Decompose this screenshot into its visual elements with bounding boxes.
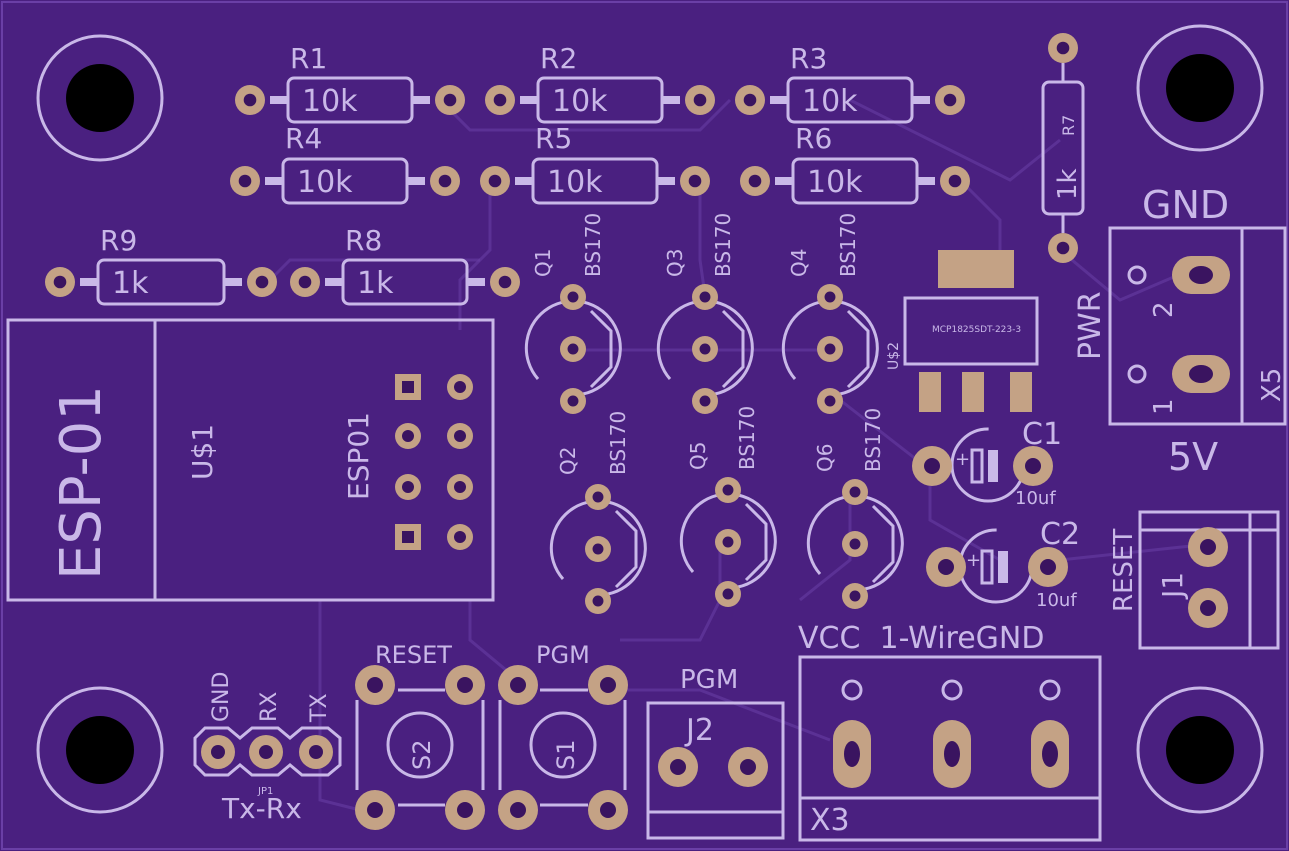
- mount-hole-top-left: [36, 34, 164, 162]
- transistor-q6: Q6 BS170: [806, 408, 904, 609]
- x3-top-label: VCC 1-WireGND: [798, 621, 1044, 656]
- r8-value-label: 1k: [357, 266, 394, 301]
- esp-outline-label: ESP-01: [49, 385, 114, 580]
- r5-ref-label: R5: [535, 122, 572, 155]
- esp-part-label: ESP01: [342, 412, 375, 500]
- r1-ref-label: R1: [290, 42, 327, 75]
- transistor-q4: Q4 BS170: [781, 213, 879, 414]
- r2-value-label: 10k: [552, 84, 608, 119]
- q5-ref-label: Q5: [686, 442, 710, 470]
- q1-ref-label: Q1: [531, 249, 555, 277]
- jp1-caption: Tx-Rx: [221, 792, 302, 825]
- r7-ref-label: R7: [1059, 115, 1078, 136]
- r7-value-label: 1k: [1053, 168, 1083, 200]
- mount-hole-bottom-right: [1136, 686, 1264, 814]
- r6-ref-label: R6: [795, 122, 832, 155]
- r5-value-label: 10k: [547, 165, 603, 200]
- r3-value-label: 10k: [802, 84, 858, 119]
- x5-top-label: GND: [1142, 183, 1229, 227]
- reset-connector-j1: J1 RESET: [1109, 510, 1280, 650]
- mount-hole-bottom-left: [36, 686, 164, 814]
- onewire-connector-x3: VCC 1-WireGND X3: [798, 621, 1102, 842]
- transistor-q1: Q1 BS170: [524, 213, 622, 414]
- c2-ref-label: C2: [1040, 517, 1080, 552]
- switch-s2: RESET S2: [355, 641, 485, 830]
- j1-label: RESET: [1109, 529, 1139, 612]
- mounting-holes: [36, 24, 1264, 814]
- regulator-ref-label: U$2: [886, 342, 902, 370]
- r2-ref-label: R2: [540, 42, 577, 75]
- q6-part-label: BS170: [861, 408, 885, 472]
- q4-part-label: BS170: [836, 213, 860, 277]
- svg-text:+: +: [955, 449, 970, 470]
- q2-ref-label: Q2: [556, 447, 580, 475]
- transistor-q2: Q2 BS170: [549, 411, 647, 614]
- r6-value-label: 10k: [807, 165, 863, 200]
- switch-s1: PGM S1: [498, 641, 628, 830]
- s1-label: PGM: [536, 641, 590, 669]
- power-connector-x5: GND 2 1 PWR X5 5V: [1073, 183, 1287, 479]
- j2-label: PGM: [680, 665, 738, 695]
- r4-value-label: 10k: [297, 165, 353, 200]
- svg-text:+: +: [966, 550, 981, 571]
- q1-part-label: BS170: [581, 213, 605, 277]
- j2-ref-label: J2: [684, 713, 714, 748]
- resistor-r7: 1k R7: [1041, 33, 1085, 263]
- jp1-ref-label: JP1: [257, 786, 273, 797]
- x5-side-label: PWR: [1073, 291, 1108, 360]
- esp01-module: ESP-01 U$1 ESP01: [6, 318, 495, 602]
- q5-part-label: BS170: [735, 406, 759, 470]
- s2-ref-label: S2: [408, 739, 436, 770]
- c1-ref-label: C1: [1022, 417, 1062, 452]
- x3-ref-label: X3: [810, 803, 850, 838]
- j1-ref-label: J1: [1156, 572, 1189, 600]
- capacitor-c1: + C1 10uf: [912, 417, 1062, 509]
- x5-pin1-label: 1: [1149, 398, 1179, 415]
- mount-hole-top-right: [1136, 24, 1264, 152]
- x5-ref-label: X5: [1257, 368, 1287, 402]
- x5-pin2-label: 2: [1149, 301, 1179, 318]
- header-jp1: GND RX TX JP1 Tx-Rx: [193, 672, 342, 825]
- transistor-q5: Q5 BS170: [679, 406, 777, 607]
- regulator-part-label: MCP1825SDT-223-3: [932, 325, 1021, 335]
- q4-ref-label: Q4: [787, 249, 811, 277]
- c2-value-label: 10uf: [1036, 590, 1077, 611]
- r9-value-label: 1k: [112, 266, 149, 301]
- s1-ref-label: S1: [552, 739, 580, 770]
- r8-ref-label: R8: [345, 224, 382, 257]
- s2-label: RESET: [375, 641, 452, 669]
- r1-value-label: 10k: [302, 84, 358, 119]
- regulator-u2: MCP1825SDT-223-3 U$2: [886, 250, 1039, 412]
- r3-ref-label: R3: [790, 42, 827, 75]
- x5-bottom-label: 5V: [1168, 435, 1218, 479]
- q6-ref-label: Q6: [813, 444, 837, 472]
- jp1-pin-tx: TX: [307, 693, 332, 723]
- esp-ref-label: U$1: [186, 424, 219, 480]
- c1-value-label: 10uf: [1015, 488, 1056, 509]
- r4-ref-label: R4: [285, 122, 322, 155]
- q2-part-label: BS170: [606, 411, 630, 475]
- q3-ref-label: Q3: [663, 249, 687, 277]
- transistor-q3: Q3 BS170: [656, 213, 754, 414]
- q3-part-label: BS170: [711, 213, 735, 277]
- capacitor-c2: + C2 10uf: [926, 517, 1080, 611]
- r9-ref-label: R9: [100, 224, 137, 257]
- jp1-pin-gnd: GND: [209, 672, 234, 722]
- jp1-pin-rx: RX: [257, 692, 282, 722]
- pgm-jumper-j2: PGM J2: [646, 665, 785, 840]
